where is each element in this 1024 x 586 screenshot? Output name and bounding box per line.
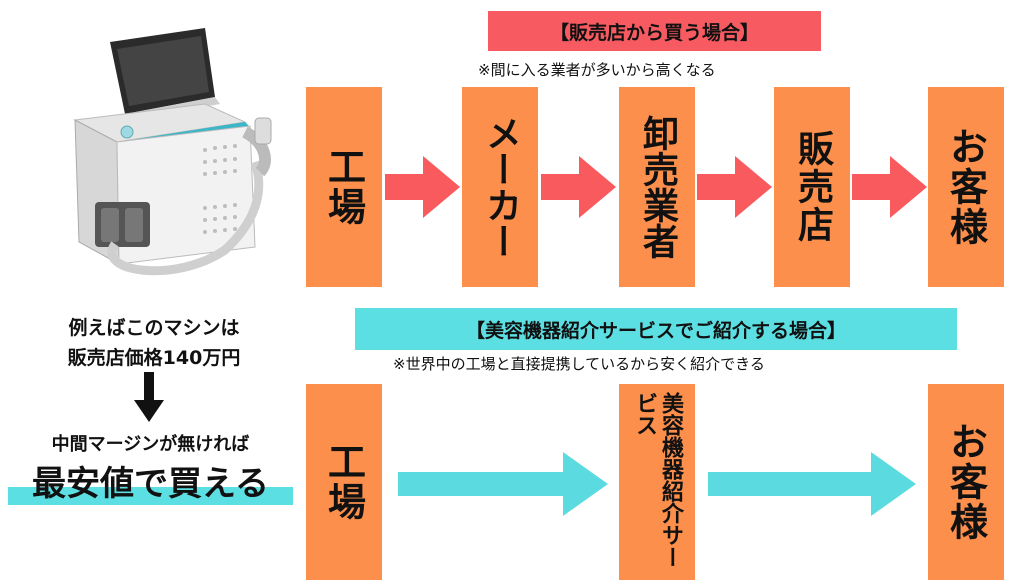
top-step-customer: お客様: [928, 87, 1004, 287]
red-arrow-icon: [385, 156, 460, 218]
beauty-machine-image: [73, 28, 272, 276]
top-step-label: メーカー: [480, 115, 521, 259]
left-highlight: [8, 487, 293, 505]
bottom-step-factory: 工場: [306, 384, 382, 580]
top-step-maker: メーカー: [462, 87, 538, 287]
top-step-label: 販売店: [792, 130, 833, 244]
top-step-wholesaler: 卸売業者: [619, 87, 695, 287]
cyan-arrow-icon: [398, 452, 608, 516]
red-arrow-icon: [852, 156, 927, 218]
bottom-step-customer: お客様: [928, 384, 1004, 580]
down-arrow-icon: [134, 372, 164, 422]
bottom-step-label: 工場: [321, 442, 366, 522]
bottom-banner: 【美容機器紹介サービスでご紹介する場合】: [355, 308, 957, 350]
left-line3: 中間マージンが無ければ: [51, 434, 250, 455]
left-line1: 例えばこのマシンは: [68, 317, 240, 339]
red-arrow-icon: [541, 156, 616, 218]
top-note: ※間に入る業者が多いから高くなる: [478, 61, 716, 79]
top-step-label: 卸売業者: [637, 115, 678, 259]
cyan-arrow-icon: [708, 452, 916, 516]
top-step-label: お客様: [943, 127, 988, 247]
bottom-step-service: 美容機器紹介サービス: [619, 384, 695, 580]
top-banner: 【販売店から買う場合】: [488, 11, 821, 51]
left-line2: 販売店価格140万円: [67, 347, 241, 369]
bottom-step-label: 美容機器紹介サービス: [632, 392, 683, 568]
red-arrow-icon: [697, 156, 772, 218]
bottom-step-label: お客様: [943, 422, 988, 542]
bottom-note: ※世界中の工場と直接提携しているから安く紹介できる: [393, 355, 765, 373]
top-step-factory: 工場: [306, 87, 382, 287]
left-line4: 最安値で買える: [32, 464, 269, 504]
top-step-retailer: 販売店: [774, 87, 850, 287]
top-step-label: 工場: [321, 147, 366, 227]
